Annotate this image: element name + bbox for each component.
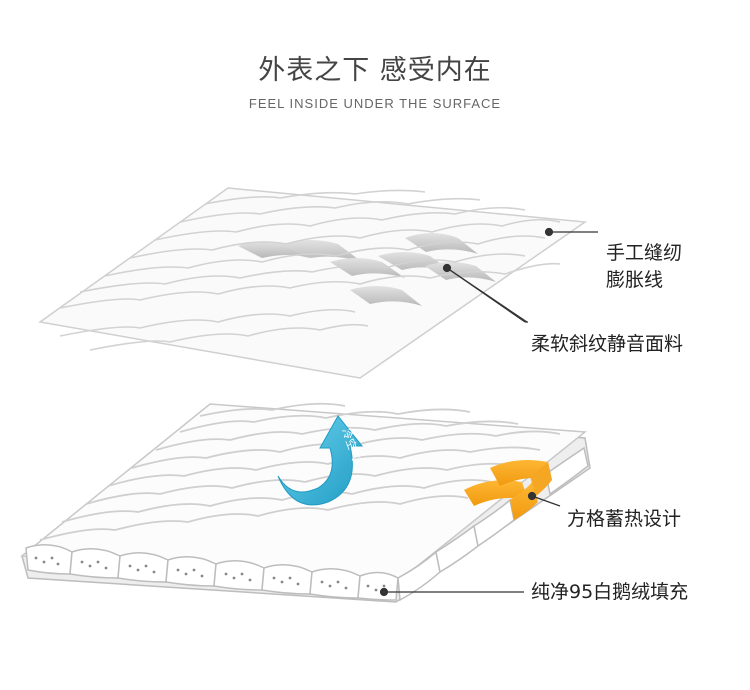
stitch-callout-line-2: 膨胀线 — [606, 269, 664, 291]
callout-lines-bottom — [379, 491, 561, 597]
orange-cell — [464, 480, 528, 506]
page-title: 外表之下 感受内在 — [258, 55, 492, 86]
orange-cell — [530, 462, 552, 496]
fabric-callout: 柔软斜纹静音面料 — [531, 333, 684, 355]
down-fill-callout: 纯净95白鹅绒填充 — [531, 581, 689, 603]
gray-cell — [330, 258, 405, 278]
gray-cell — [238, 241, 310, 258]
callout-lines-top — [442, 227, 598, 323]
orange-cell — [510, 482, 538, 520]
gray-cell — [283, 240, 362, 262]
stitch-callout-line-1: 手工缝纫 — [606, 242, 683, 264]
stitch-callout: 手工缝纫 膨胀线 — [606, 240, 682, 294]
fabric-layer — [38, 187, 588, 379]
page-subtitle: FEEL INSIDE UNDER THE SURFACE — [248, 96, 502, 111]
orange-cell — [490, 460, 552, 486]
gray-cell — [350, 286, 422, 306]
grid-design-callout: 方格蓄热设计 — [567, 508, 682, 530]
